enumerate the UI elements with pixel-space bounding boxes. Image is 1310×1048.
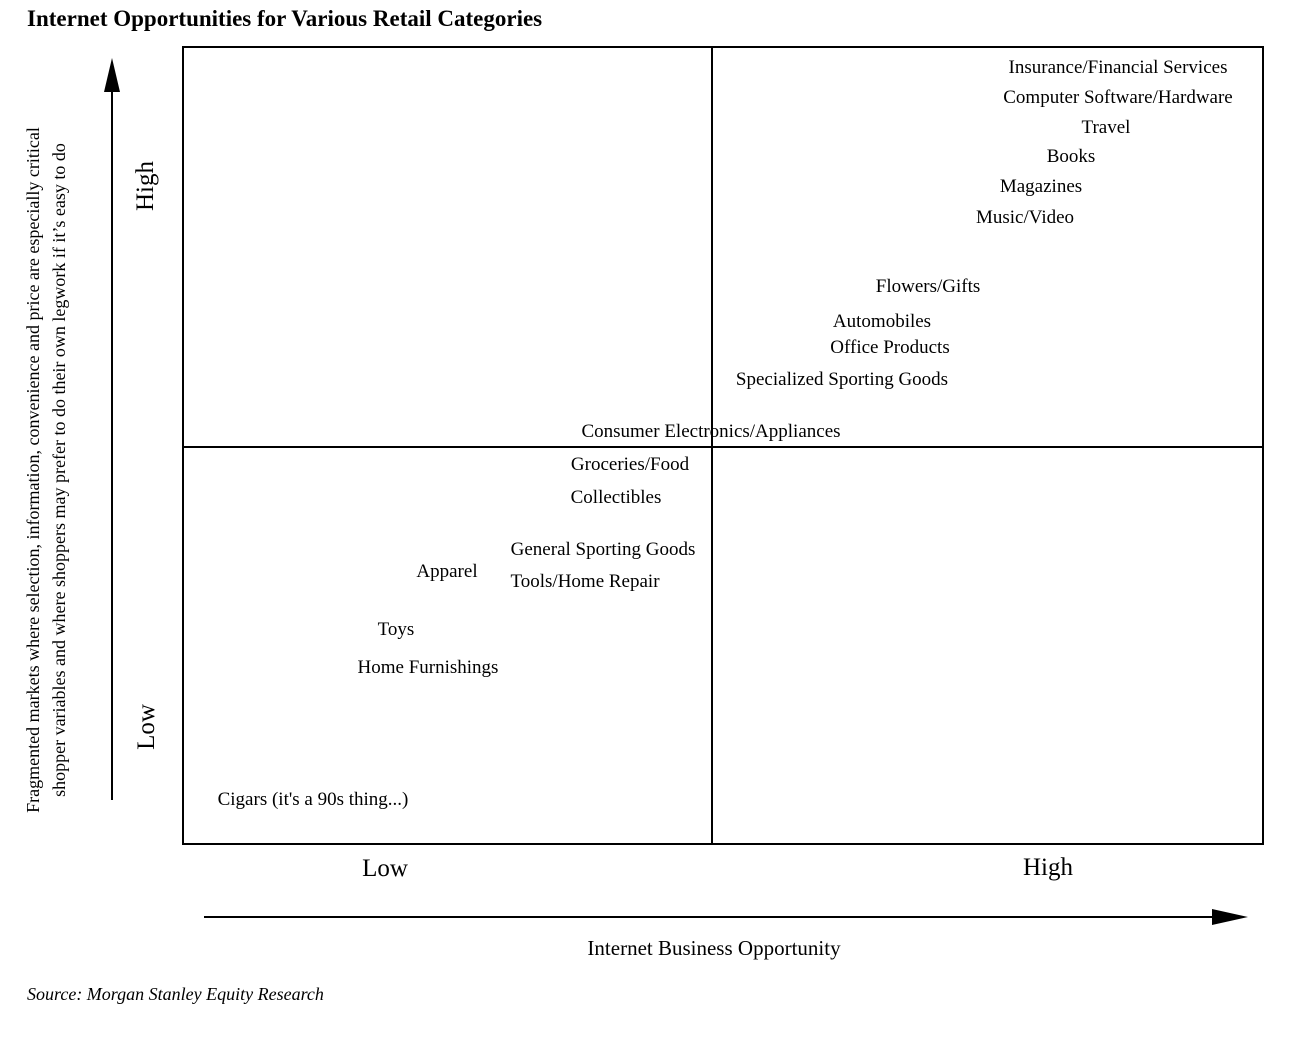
plot-border	[182, 46, 1264, 845]
x-axis-title: Internet Business Opportunity	[587, 936, 841, 960]
y-axis-line	[111, 86, 113, 800]
x-tick-low: Low	[362, 855, 408, 882]
category-label: Office Products	[830, 337, 950, 358]
horizontal-quadrant-divider	[182, 446, 1262, 448]
chart-title: Internet Opportunities for Various Retai…	[27, 6, 543, 31]
category-label: Computer Software/Hardware	[1003, 87, 1233, 108]
category-label: Flowers/Gifts	[875, 276, 981, 297]
category-label: Consumer Electronics/Appliances	[581, 421, 841, 442]
x-tick-high: High	[1023, 854, 1073, 881]
category-label: Automobiles	[832, 311, 932, 332]
vertical-quadrant-divider	[711, 46, 713, 843]
up-arrowhead-icon	[104, 58, 120, 92]
category-label: General Sporting Goods	[510, 539, 696, 560]
category-label: Insurance/Financial Services	[1008, 57, 1228, 78]
category-label: Groceries/Food	[570, 454, 690, 475]
category-label: Cigars (it's a 90s thing...)	[217, 789, 409, 810]
category-label: Books	[1046, 146, 1096, 167]
category-label: Music/Video	[975, 207, 1075, 228]
category-label: Magazines	[999, 176, 1083, 197]
source-note: Source: Morgan Stanley Equity Research	[27, 984, 324, 1004]
category-label: Collectibles	[570, 487, 662, 508]
category-label: Toys	[377, 619, 415, 640]
category-label: Travel	[1081, 117, 1131, 138]
category-label: Specialized Sporting Goods	[735, 369, 949, 390]
right-arrowhead-icon	[1212, 909, 1248, 925]
category-label: Tools/Home Repair	[510, 571, 660, 592]
category-label: Apparel	[416, 561, 478, 582]
category-label: Home Furnishings	[357, 657, 499, 678]
x-axis-line	[204, 916, 1214, 918]
